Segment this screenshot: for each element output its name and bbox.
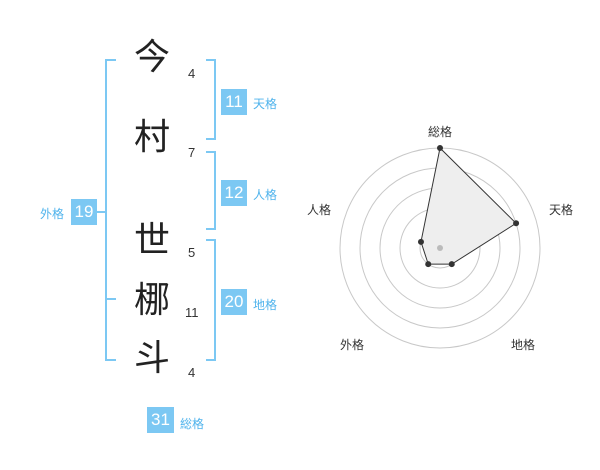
chikaku-label: 地格: [253, 298, 278, 312]
gaikaku-badge: 19: [71, 199, 97, 225]
name-char-5: 斗: [133, 338, 170, 379]
radar-label-jinkaku: 人格: [307, 203, 332, 217]
radar-point: [417, 238, 424, 245]
gaikaku-label: 外格: [40, 207, 65, 221]
stroke-count-2: 7: [188, 145, 196, 160]
radar-point: [425, 261, 432, 268]
soukaku-badge: 31: [147, 407, 174, 433]
tenkaku-label: 天格: [253, 97, 278, 111]
name-char-3: 世: [133, 220, 170, 261]
radar-label-tenkaku: 天格: [549, 203, 574, 217]
stroke-count-1: 4: [188, 66, 196, 81]
radar-label-gaikaku: 外格: [340, 338, 365, 352]
chikaku-badge: 20: [221, 289, 247, 315]
radar-center-dot: [437, 245, 443, 251]
name-char-4: 梛: [133, 280, 170, 321]
tenkaku-badge: 11: [221, 89, 247, 115]
jinkaku-label: 人格: [253, 188, 278, 202]
radar-point: [448, 261, 455, 268]
stroke-count-3: 5: [188, 245, 196, 260]
soukaku-label: 総格: [180, 417, 205, 431]
radar-points: [417, 145, 520, 268]
radar-area: [420, 146, 517, 265]
stroke-count-5: 4: [188, 365, 196, 380]
radar-point: [513, 220, 520, 227]
name-char-1: 今: [133, 37, 170, 78]
radar-label-chikaku: 地格: [511, 338, 536, 352]
jinkaku-badge: 12: [221, 180, 247, 206]
stroke-count-4: 11: [185, 305, 199, 320]
radar-label-soukaku: 総格: [428, 125, 453, 139]
radar-point: [437, 145, 443, 151]
name-char-2: 村: [133, 117, 170, 158]
